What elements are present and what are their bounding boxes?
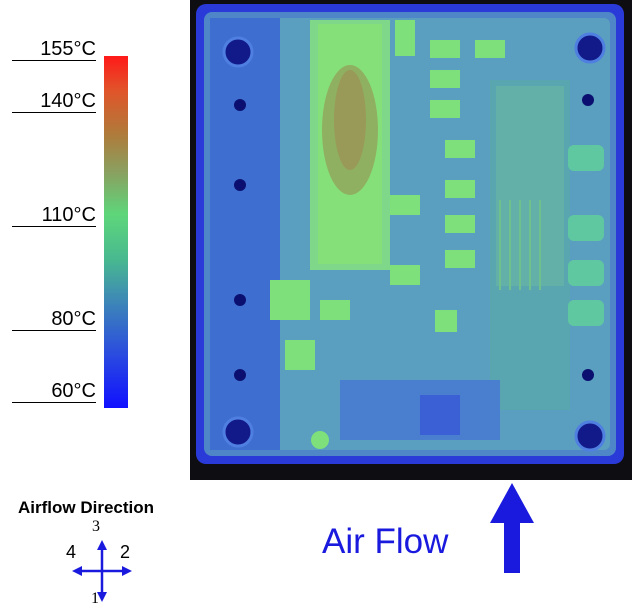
air-flow-label: Air Flow — [322, 522, 449, 561]
temperature-colorbar — [104, 56, 128, 408]
direction-2-label: 2 — [120, 542, 131, 562]
airflow-direction-compass-icon — [72, 540, 132, 602]
air-flow-arrow-icon — [490, 483, 534, 573]
scale-label-110: 110°C — [12, 204, 96, 227]
direction-1-label: 1 — [91, 590, 99, 607]
scale-label-140: 140°C — [12, 90, 96, 113]
airflow-direction-title: Airflow Direction — [18, 498, 155, 517]
scale-label-155: 155°C — [12, 38, 96, 61]
thermal-board-image — [190, 0, 632, 480]
direction-4-label: 4 — [66, 542, 77, 562]
direction-3-label: 3 — [92, 518, 100, 535]
scale-label-60: 60°C — [12, 380, 96, 403]
scale-label-80: 80°C — [12, 308, 96, 331]
